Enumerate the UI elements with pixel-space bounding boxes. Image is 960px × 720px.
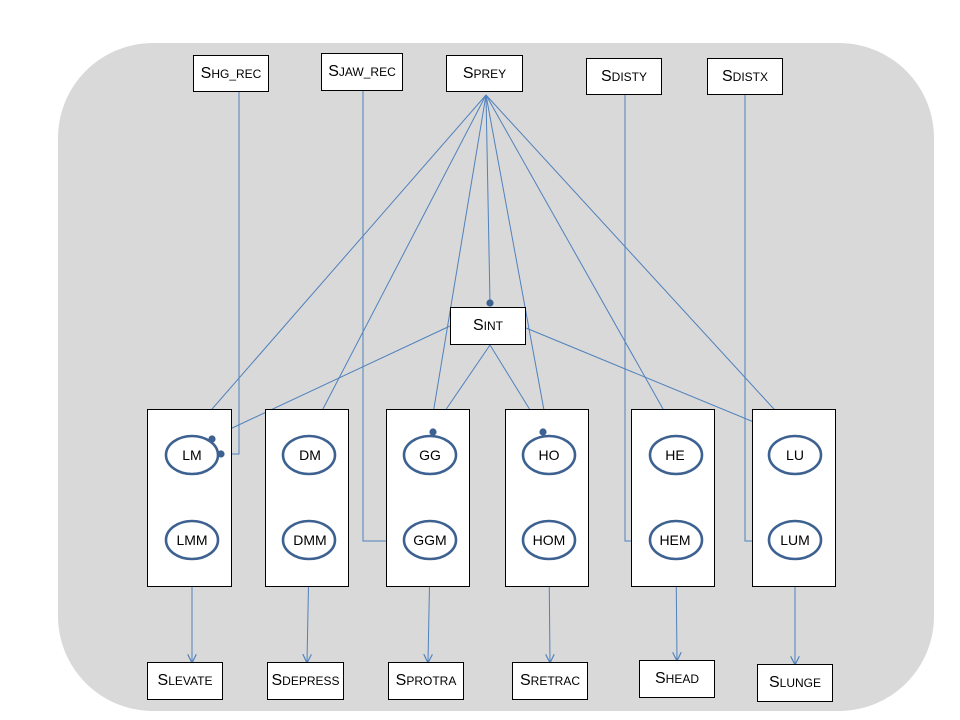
node-lum-ring <box>767 519 823 561</box>
output-levate-sub: LEVATE <box>168 674 213 688</box>
node-lu-label: LU <box>786 447 804 463</box>
output-protra-cap: S <box>395 672 407 689</box>
edge-int-to-lm <box>212 325 451 438</box>
node-dm-ring <box>281 434 337 476</box>
signal-hg-rec: SHG_REC <box>193 55 269 92</box>
output-retrac: SRETRAC <box>512 662 588 700</box>
inhibit-dot-int <box>486 299 494 307</box>
signal-hg-rec-cap: S <box>200 64 212 82</box>
node-he-ring <box>648 434 704 476</box>
node-lum-label: LUM <box>780 532 810 548</box>
inhibit-dot-gg <box>429 428 437 436</box>
output-lunge-cap: S <box>768 674 780 691</box>
node-hem-ring <box>648 519 704 561</box>
signal-jaw-rec-cap: S <box>328 63 339 80</box>
inhibit-dot-lm-side <box>217 450 225 458</box>
node-ho-ring <box>521 434 577 476</box>
node-lm-label: LM <box>182 447 202 463</box>
edge-prey-to-lm <box>192 94 487 432</box>
node-gg-label: GG <box>419 447 441 463</box>
signal-distx-cap: S <box>721 67 733 85</box>
signal-hg-rec-sub: HG_REC <box>211 66 262 81</box>
signal-int-cap: S <box>472 317 484 334</box>
signal-disty-cap: S <box>600 67 612 85</box>
output-depress-cap: S <box>271 672 283 689</box>
inhibit-dot-ho <box>539 428 547 436</box>
node-dm-label: DM <box>299 447 321 463</box>
signal-disty: SDISTY <box>586 58 662 95</box>
node-gg-ring <box>402 434 458 476</box>
output-lunge-sub: LUNGE <box>779 676 821 690</box>
signal-prey: SPREY <box>446 55 523 92</box>
output-protra-sub: PROTRA <box>406 674 457 688</box>
edge-prey-to-he <box>485 94 676 432</box>
node-he-label: HE <box>665 447 685 463</box>
background-panel <box>58 43 934 711</box>
node-lmm-label: LMM <box>176 532 208 548</box>
edge-prey-to-int <box>485 94 491 304</box>
output-levate-cap: S <box>157 672 169 689</box>
edge-int-to-lu <box>525 327 790 437</box>
output-head: SHEAD <box>639 660 715 698</box>
signal-distx: SDISTX <box>707 58 783 95</box>
node-hom-label: HOM <box>532 532 566 548</box>
signal-prey-sub: PREY <box>473 66 507 81</box>
signal-prey-cap: S <box>462 64 474 82</box>
node-ggm-ring <box>402 519 458 561</box>
edge-prey-to-dm <box>311 94 487 432</box>
node-hem-label: HEM <box>659 532 691 548</box>
output-protra: SPROTRA <box>388 662 464 700</box>
edge-prey-to-gg <box>430 94 487 432</box>
node-hom-ring <box>521 519 577 561</box>
signal-distx-sub: DISTX <box>732 69 768 84</box>
output-levate: SLEVATE <box>147 662 223 700</box>
node-ho-label: HO <box>538 447 560 463</box>
node-dmm-label: DMM <box>293 532 327 548</box>
inhibit-dot-lm-top <box>208 435 216 443</box>
edge-prey-to-ho <box>485 94 548 432</box>
output-retrac-cap: S <box>519 672 531 689</box>
signal-int: SINT <box>450 307 526 345</box>
output-depress: SDEPRESS <box>267 662 344 700</box>
output-head-sub: HEAD <box>665 672 699 686</box>
node-lmm-ring <box>164 519 220 561</box>
output-depress-sub: DEPRESS <box>282 674 340 688</box>
edge-prey-to-lu <box>485 94 795 432</box>
node-lu-ring <box>767 434 823 476</box>
node-dmm-ring <box>281 519 337 561</box>
signal-disty-sub: DISTY <box>611 69 647 84</box>
output-lunge: SLUNGE <box>757 664 833 702</box>
node-ggm-label: GGM <box>413 532 447 548</box>
signal-jaw-rec-sub: JAW_REC <box>338 65 396 79</box>
signal-jaw-rec: SJAW_REC <box>321 53 403 91</box>
signal-int-sub: INT <box>483 319 503 333</box>
output-retrac-sub: RETRAC <box>530 674 580 688</box>
output-head-cap: S <box>654 670 666 687</box>
